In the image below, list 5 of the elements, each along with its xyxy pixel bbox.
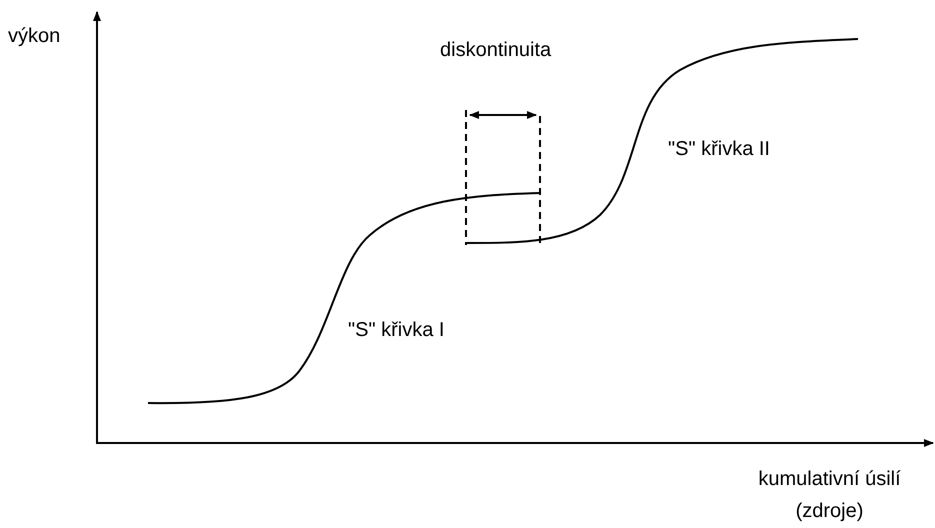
axis-label: výkon <box>8 24 60 48</box>
axis-label: kumulativní úsilí (zdroje) <box>757 467 902 524</box>
curve-label: "S" křivka II <box>668 137 770 161</box>
dimension-label: diskontinuita <box>440 38 552 62</box>
curve-label: "S" křivka I <box>348 318 444 342</box>
